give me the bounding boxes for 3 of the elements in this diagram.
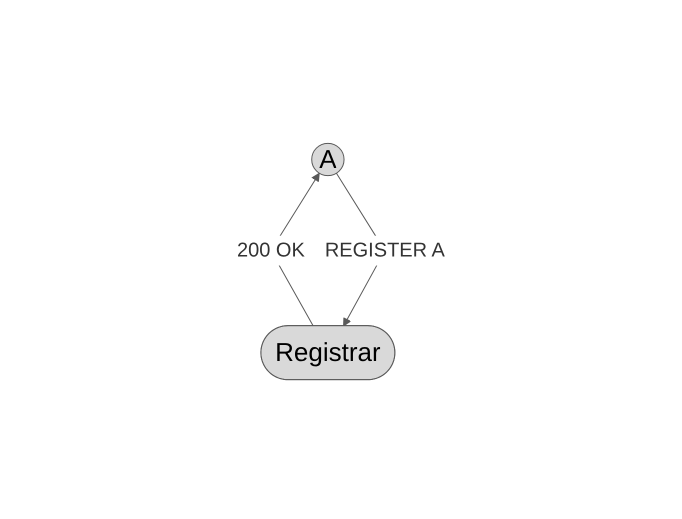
edge-label: 200 OK xyxy=(237,239,305,262)
node-circle: A xyxy=(311,142,345,176)
edge-label: REGISTER A xyxy=(324,239,445,262)
